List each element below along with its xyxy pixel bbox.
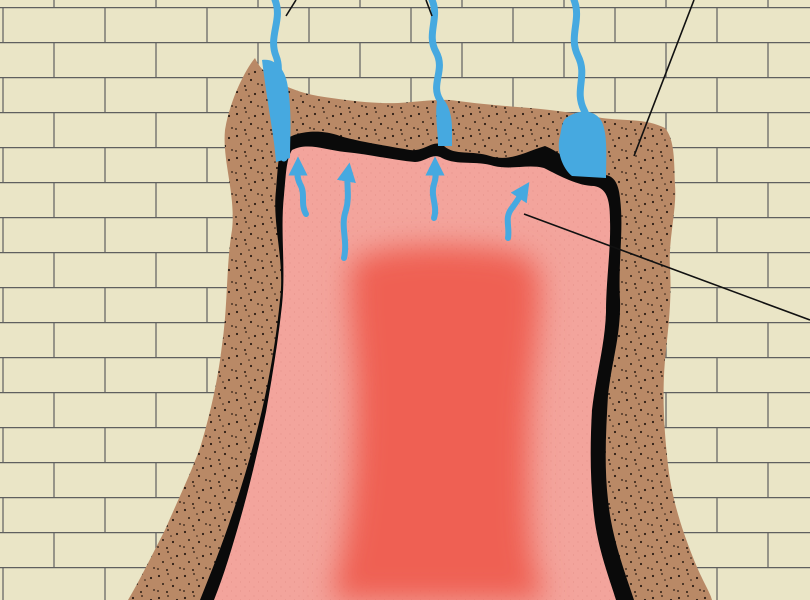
water-stream-icon	[559, 112, 607, 178]
arrow-up-icon	[433, 166, 436, 218]
damp-core	[332, 246, 545, 600]
